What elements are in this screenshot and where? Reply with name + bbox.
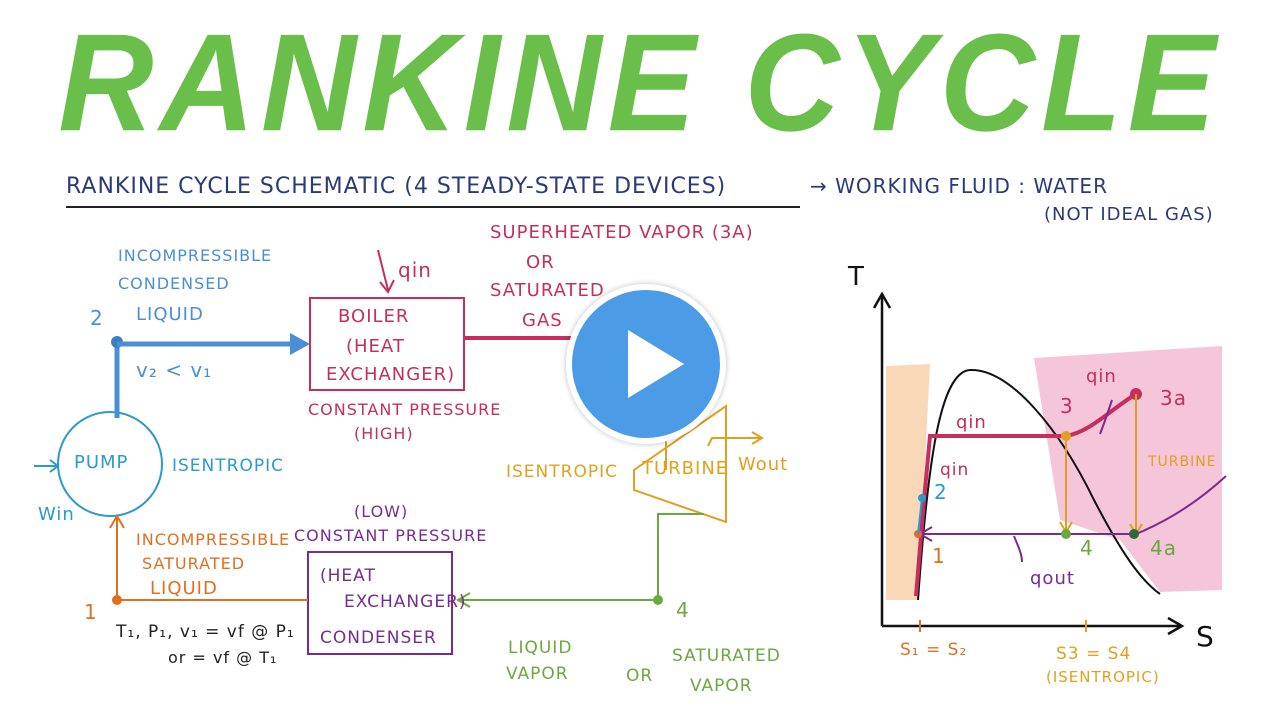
ts-qin-top: qin <box>1086 366 1117 387</box>
qin-boiler-arrowhead <box>379 279 395 294</box>
working-fluid-note: (not ideal gas) <box>1044 204 1214 225</box>
condenser-box <box>307 551 453 655</box>
pump-input-arrowhead <box>49 459 60 473</box>
vf-t1-label: or = vf @ T₁ <box>168 648 278 667</box>
saturated-vapor-label-1: Saturated <box>672 646 781 666</box>
turbine-shape <box>633 404 727 524</box>
superheated-label: Superheated vapor (3a) <box>490 222 754 243</box>
ts-axis-t-label: T <box>848 262 865 292</box>
boiler-label: Boiler <box>338 306 410 327</box>
ts-qin-low: qin <box>940 460 970 480</box>
pump-isentropic-label: Isentropic <box>172 456 284 476</box>
liquid-sat-label: liquid <box>150 578 218 599</box>
ts-axis-t-arrow <box>872 291 892 309</box>
gas-label: gas <box>522 310 563 331</box>
state1-label: 1 <box>84 600 98 624</box>
incompressible-sat-label: Incompressible <box>136 530 291 549</box>
qin-boiler-arrow <box>377 249 389 291</box>
or1-label: or <box>526 252 555 273</box>
2-to-boiler-arrow <box>290 333 310 355</box>
condenser-exchanger-label: exchanger) <box>344 592 467 612</box>
play-icon <box>628 330 684 398</box>
ts-pink-region <box>1034 346 1222 592</box>
working-fluid-label: → Working fluid : water <box>810 174 1108 198</box>
ts-s3s4: S3 = S4 <box>1056 644 1132 664</box>
1-to-pump-arrowhead <box>109 514 125 529</box>
ts-orange-region <box>886 364 930 600</box>
wout-arrowhead <box>751 431 764 445</box>
ts-qin-mid: qin <box>956 412 987 433</box>
qout-arrow <box>1013 535 1023 563</box>
condenser-label: Condenser <box>320 628 437 648</box>
ts-turbine-label: Turbine <box>1148 454 1217 470</box>
t1p1-label: T₁, P₁, v₁ = vf @ P₁ <box>116 622 295 642</box>
constant-pressure-low: Constant pressure <box>294 526 488 545</box>
saturated-label: Saturated <box>490 280 605 301</box>
ts-pt2: 2 <box>934 480 948 504</box>
boiler-box <box>309 297 465 391</box>
constant-pressure-high: Constant pressure <box>308 400 502 419</box>
ts-4-dot <box>1061 529 1071 539</box>
liquid-vapor-label-2: vapor <box>506 664 569 684</box>
ts-s1s2: S₁ = S₂ <box>900 640 968 660</box>
exchanger-label: exchanger) <box>326 364 456 385</box>
wout-arrow <box>707 437 760 447</box>
turbine-isentropic-label: Isentropic <box>506 462 618 482</box>
liquid-vapor-label-1: Liquid <box>508 638 573 658</box>
win-label: Win <box>38 504 75 525</box>
play-button[interactable] <box>566 284 726 444</box>
condensed-label: condensed <box>118 274 230 293</box>
4-to-condenser-arrowhead <box>456 592 471 608</box>
saturated-sat-label: saturated <box>142 554 246 573</box>
low-label: (Low) <box>354 502 409 521</box>
ts-axis-s-arrow <box>1167 616 1185 636</box>
incompressible-label: Incompressible <box>118 246 273 265</box>
saturated-vapor-label-2: vapor <box>690 676 753 696</box>
state2-label: 2 <box>90 306 104 330</box>
state4-label: 4 <box>676 598 690 622</box>
ts-pt3a: 3a <box>1160 386 1187 410</box>
turbine-label: Turbine <box>642 458 729 479</box>
pump-label: Pump <box>74 452 129 473</box>
superheat-curve <box>1135 475 1227 535</box>
wout-label: Wout <box>738 454 789 475</box>
v2-lt-v1-label: v₂ < v₁ <box>136 358 213 382</box>
or2-label: or <box>626 666 654 686</box>
condenser-heat-label: (Heat <box>320 566 376 586</box>
ts-4a-dot <box>1129 529 1139 539</box>
ts-pt3: 3 <box>1060 394 1074 418</box>
ts-pump-line <box>917 497 923 535</box>
ts-isentropic: (isentropic) <box>1046 668 1160 686</box>
schematic-heading: Rankine cycle schematic (4 steady-state … <box>66 174 727 199</box>
saturation-dome <box>917 368 1161 601</box>
ts-pt1: 1 <box>932 544 946 568</box>
qin-boiler-label: qin <box>398 258 432 282</box>
pump-circle <box>57 411 163 517</box>
heat-label: (Heat <box>346 336 405 357</box>
high-label: (high) <box>354 424 414 443</box>
qin-arrow-top <box>1099 399 1113 435</box>
video-title: RANKINE CYCLE <box>58 5 1222 160</box>
ts-pt4: 4 <box>1080 536 1094 560</box>
turbine-to-4-line <box>657 513 704 600</box>
ts-pt4a: 4a <box>1150 536 1177 560</box>
liquid-label: Liquid <box>136 304 204 325</box>
ts-qout: qout <box>1030 568 1075 589</box>
ts-axis-s-label: S <box>1196 620 1215 653</box>
